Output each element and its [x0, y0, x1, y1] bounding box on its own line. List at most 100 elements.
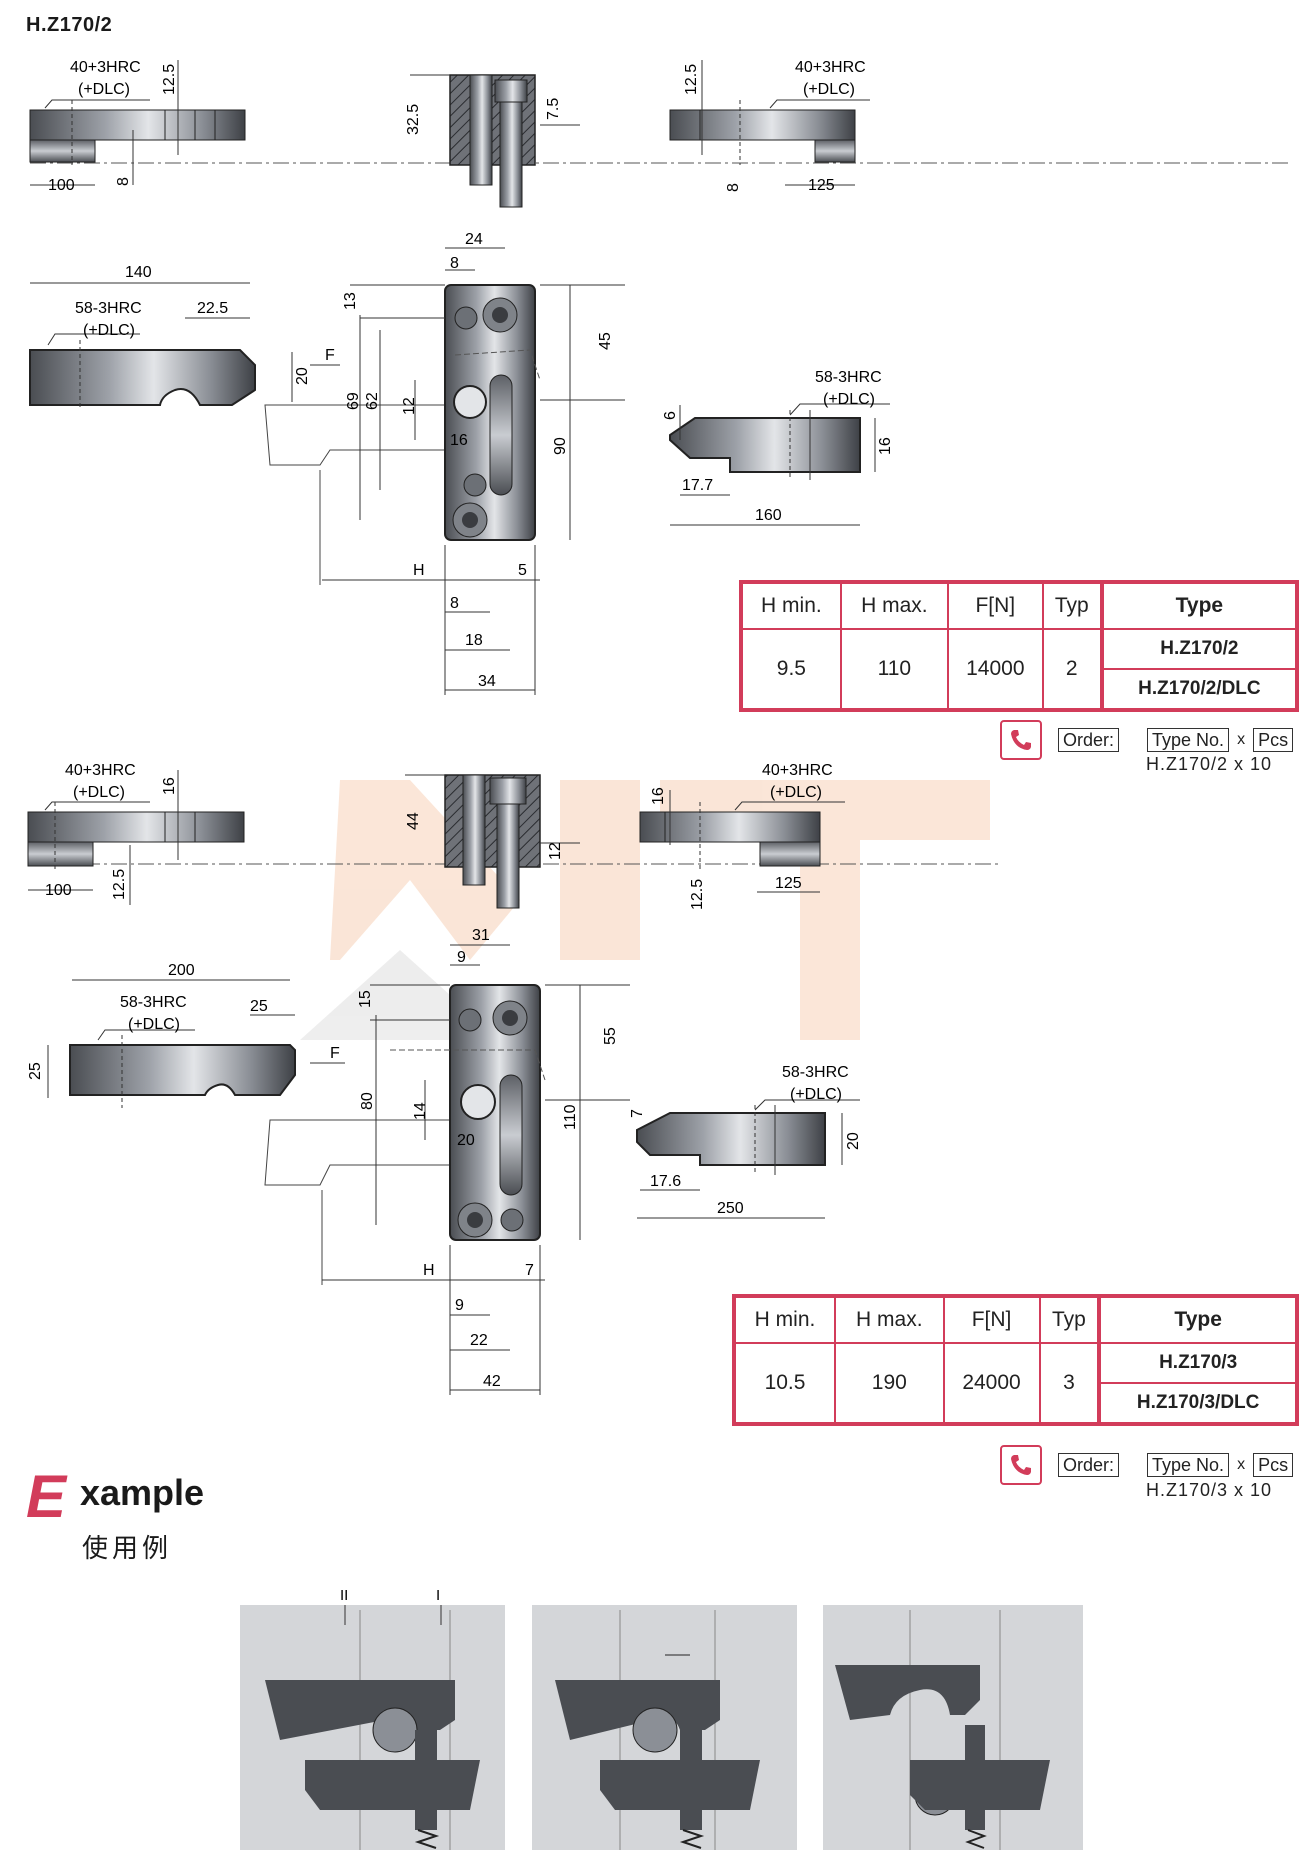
s1-ml-dim-c: 20 [294, 367, 311, 385]
block-1-dim-lines [322, 247, 625, 695]
s2-ml-dim-a: 200 [168, 962, 195, 979]
table2-header-force: F[N] [942, 1295, 1041, 1344]
example-panel-3 [823, 1605, 1083, 1850]
s1-ml-hardness: 58-3HRC [75, 300, 142, 317]
table1-header-typ: Typ [1041, 581, 1103, 630]
s2-mc-dim-55: 55 [602, 1027, 619, 1045]
s1-tc-dim-b: 7.5 [545, 98, 562, 120]
s2-mr-coating: (+DLC) [790, 1086, 842, 1103]
table2-hmin: 10.5 [732, 1342, 837, 1425]
watermark-logo [300, 780, 990, 1040]
s2-mc-dim-15: 15 [357, 990, 374, 1008]
s2-mc-dim-80: 80 [359, 1092, 376, 1110]
part-top-right-1 [669, 60, 870, 186]
s2-mr-dim-7: 7 [629, 1109, 646, 1118]
s2-ml-dim-c: 25 [27, 1062, 44, 1080]
s1-mc-dim-5: 5 [518, 562, 527, 579]
part-block-1 [444, 284, 541, 541]
part-wedge-2 [636, 1099, 860, 1219]
s1-ml-dim-b: 22.5 [197, 300, 228, 317]
order-example-2: H.Z170/3 x 10 [1146, 1480, 1273, 1500]
table1-hmin: 9.5 [740, 628, 842, 711]
s1-mc-dim-24: 24 [465, 231, 483, 248]
table2-typ: 3 [1038, 1342, 1101, 1425]
s2-tc-dim-a: 44 [405, 812, 422, 830]
s1-mr-dim-6: 6 [662, 411, 679, 420]
s1-mr-hardness: 58-3HRC [815, 369, 882, 386]
table1-header-hmax: H max. [839, 581, 949, 630]
s1-mc-dim-12: 12 [401, 397, 418, 415]
s2-tl-dim-c: 12.5 [111, 869, 128, 900]
s2-mc-dim-42: 42 [483, 1373, 501, 1390]
table2-header-type: Type [1097, 1295, 1298, 1344]
order-x-1: x [1237, 731, 1246, 748]
s2-tl-dim-a: 16 [161, 777, 178, 795]
s1-tr-hardness: 40+3HRC [795, 59, 866, 76]
s2-ml-force: F [330, 1045, 340, 1062]
s2-tl-hardness: 40+3HRC [65, 762, 136, 779]
s1-mc-dim-62: 62 [364, 392, 381, 410]
example-title-cn: 使用例 [82, 1533, 173, 1563]
table1-hmax: 110 [839, 628, 949, 711]
s2-tr-hardness: 40+3HRC [762, 762, 833, 779]
part-top-right-2 [639, 790, 845, 893]
s1-mc-dim-h: H [413, 562, 425, 579]
example-panel-2 [532, 1605, 797, 1850]
s1-tl-coating: (+DLC) [78, 81, 130, 98]
s2-ml-coating: (+DLC) [128, 1016, 180, 1033]
s2-tr-dim-b: 12.5 [689, 879, 706, 910]
s2-tc-dim-b: 12 [547, 842, 564, 860]
part-slider-2 [47, 979, 345, 1108]
order-x-2: x [1237, 1456, 1246, 1473]
block-2-dim-lines [322, 944, 630, 1395]
table1-type-dlc: H.Z170/2/DLC [1099, 668, 1299, 711]
table2-force: 24000 [942, 1342, 1041, 1425]
example-panel-1 [240, 1605, 505, 1850]
table1-header-hmin: H min. [740, 581, 842, 630]
table2-header-hmin: H min. [732, 1295, 837, 1344]
s2-mr-hardness: 58-3HRC [782, 1064, 849, 1081]
table1-force: 14000 [946, 628, 1044, 711]
s1-mc-dim-18: 18 [465, 632, 483, 649]
order-label-1: Order: [1058, 728, 1120, 752]
part-top-center-2 [405, 774, 580, 909]
s2-mc-dim-22: 22 [470, 1332, 488, 1349]
phone-icon [1000, 720, 1042, 760]
table1-type-std: H.Z170/2 [1099, 628, 1299, 670]
s1-tl-dim-c: 8 [115, 177, 132, 186]
s1-mc-dim-8: 8 [450, 255, 459, 272]
order-pcs-2: Pcs [1253, 1453, 1294, 1477]
s1-tl-hardness: 40+3HRC [70, 59, 141, 76]
s2-tr-dim-a: 16 [650, 787, 667, 805]
s1-mr-dim-16: 16 [877, 437, 894, 455]
s1-mc-dim-45: 45 [597, 332, 614, 350]
s2-tl-dim-b: 100 [45, 882, 72, 899]
order-label-2: Order: [1058, 1453, 1120, 1477]
s1-ml-coating: (+DLC) [83, 322, 135, 339]
order-pcs-1: Pcs [1253, 728, 1294, 752]
s1-mr-coating: (+DLC) [823, 391, 875, 408]
spec-table-1: H min. H max. F[N] Typ Type 9.5 110 1400… [739, 580, 1299, 712]
s1-mc-dim-8b: 8 [450, 595, 459, 612]
s2-ml-dim-b: 25 [250, 998, 268, 1015]
s2-mc-dim-110: 110 [562, 1104, 579, 1130]
s2-mr-dim-250: 250 [717, 1200, 744, 1217]
spec-table-2: H min. H max. F[N] Typ Type 10.5 190 240… [732, 1294, 1299, 1426]
table2-type-std: H.Z170/3 [1097, 1342, 1298, 1384]
order-type-no-1: Type No. [1147, 728, 1230, 752]
phone-icon [1000, 1445, 1042, 1485]
s1-mr-dim-177: 17.7 [682, 477, 713, 494]
s2-mc-dim-9b: 9 [455, 1297, 464, 1314]
s2-mr-dim-20: 20 [845, 1132, 862, 1150]
table2-hmax: 190 [834, 1342, 945, 1425]
s1-tc-dim-a: 32.5 [405, 104, 422, 135]
order-row-2: Order: Type No. x Pcs [1000, 1445, 1294, 1485]
s1-mr-dim-160: 160 [755, 507, 782, 524]
s1-mc-dim-13: 13 [342, 292, 359, 310]
part-top-left-2 [27, 770, 245, 905]
example-marker-1: I [436, 1587, 440, 1604]
table2-header-hmax: H max. [834, 1295, 945, 1344]
s1-ml-force: F [325, 347, 335, 364]
s1-tr-dim-a: 12.5 [683, 64, 700, 95]
